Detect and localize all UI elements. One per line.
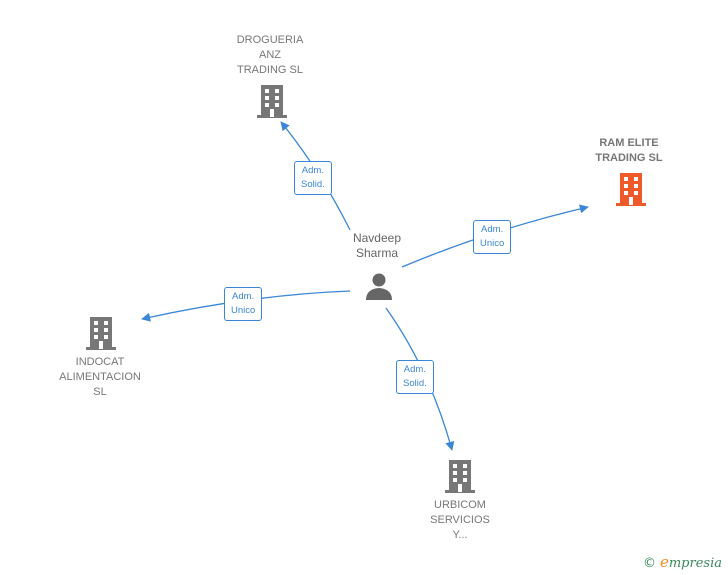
- relation-label-drogueria[interactable]: Adm. Solid.: [294, 161, 332, 195]
- company-urbicom-line3: Y...: [452, 529, 468, 541]
- relation-drogueria-line1: Adm.: [301, 165, 324, 176]
- building-icon-indocat[interactable]: [85, 316, 117, 350]
- relation-urbicom-line2: Solid.: [403, 378, 427, 389]
- relation-label-urbicom[interactable]: Adm. Solid.: [396, 360, 434, 394]
- company-indocat-label[interactable]: INDOCAT ALIMENTACION SL: [40, 355, 160, 400]
- company-urbicom-label[interactable]: URBICOM SERVICIOS Y...: [400, 498, 520, 543]
- brand-initial: e: [659, 553, 669, 571]
- relation-indocat-line1: Adm.: [232, 291, 255, 302]
- company-urbicom-line1: URBICOM: [434, 499, 486, 511]
- relation-label-ram-elite[interactable]: Adm. Unico: [473, 220, 512, 254]
- company-ram-elite-line1: RAM ELITE: [599, 137, 659, 149]
- company-indocat-line1: INDOCAT: [75, 356, 125, 368]
- building-icon-drogueria[interactable]: [256, 84, 288, 118]
- relation-indocat-line2: Unico: [231, 305, 256, 316]
- company-urbicom-line2: SERVICIOS: [430, 514, 490, 526]
- company-drogueria-label[interactable]: DROGUERIA ANZ TRADING SL: [210, 33, 330, 78]
- brand-name: mpresia: [668, 556, 722, 571]
- building-icon-ram-elite[interactable]: [615, 172, 647, 206]
- company-drogueria-line2: ANZ: [259, 49, 281, 61]
- company-indocat-line2: ALIMENTACION: [59, 371, 141, 383]
- relation-ram-elite-line1: Adm.: [481, 224, 504, 235]
- relation-drogueria-line2: Solid.: [301, 179, 325, 190]
- relation-ram-elite-line2: Unico: [480, 238, 505, 249]
- company-ram-elite-label[interactable]: RAM ELITE TRADING SL: [569, 136, 689, 166]
- person-icon[interactable]: [364, 271, 394, 301]
- relation-urbicom-line1: Adm.: [403, 364, 426, 375]
- company-drogueria-line1: DROGUERIA: [236, 34, 304, 46]
- person-name-line2: Sharma: [355, 246, 399, 260]
- empresia-logo: ©empresia: [643, 553, 722, 571]
- building-icon-urbicom[interactable]: [444, 459, 476, 493]
- company-ram-elite-line2: TRADING SL: [595, 152, 663, 164]
- relation-label-indocat[interactable]: Adm. Unico: [224, 287, 263, 321]
- copyright-symbol: ©: [642, 556, 656, 571]
- person-name-line1: Navdeep: [352, 231, 402, 245]
- person-name[interactable]: Navdeep Sharma: [330, 231, 424, 261]
- company-drogueria-line3: TRADING SL: [236, 64, 303, 76]
- company-indocat-line3: SL: [93, 386, 107, 398]
